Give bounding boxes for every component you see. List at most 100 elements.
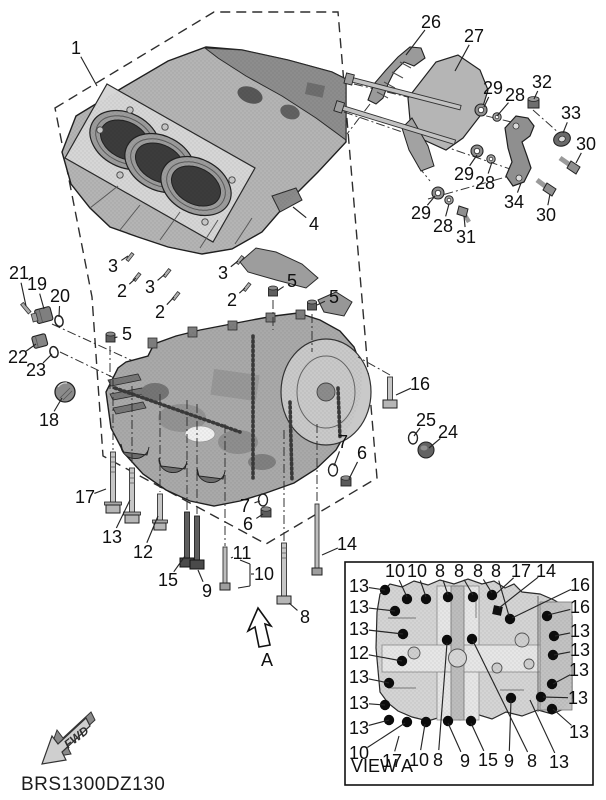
leader-line-13 [552,708,572,726]
leader-line-5 [316,300,326,306]
callout-13: 13 [569,660,589,680]
leader-line-30 [547,193,551,206]
stud-11-drawing [219,546,231,591]
callout-13: 13 [570,640,590,660]
leader-line-29 [483,96,490,108]
crankcase-assembly-drawing [105,247,372,507]
callout-13: 13 [349,619,369,639]
leader-line-17 [94,488,107,494]
leader-line-13 [115,499,131,529]
callout-30: 30 [536,205,556,225]
leader-line-16 [511,588,572,619]
leader-line-29 [426,195,436,206]
leader-line-14 [321,547,339,556]
bolt-dot [467,591,479,603]
callout-28: 28 [433,216,453,236]
leader-line-8 [442,580,449,596]
callout-7: 7 [240,496,250,516]
washer-28-glyphs [444,112,502,205]
leader-line-12 [146,515,159,543]
callout-13: 13 [102,527,122,547]
leader-line-26 [405,29,426,56]
leader-line-13 [542,696,569,699]
callout-14: 14 [337,534,357,554]
callout-12: 12 [349,643,369,663]
bolt-dot [442,715,454,727]
leader-line-25 [413,427,421,437]
view-a-bolt-dots [379,584,560,728]
sensor-22-glyph [31,333,49,349]
callout-3: 3 [218,263,228,283]
bolt-dot [535,691,547,703]
leader-line-10 [398,579,408,598]
bolt-dot [401,593,413,605]
callout-13: 13 [569,722,589,742]
callout-13: 13 [349,693,369,713]
leader-line-13 [368,586,386,591]
bolt-dot [401,716,413,728]
fwd-arrow-icon [41,717,91,765]
bolt-dot [486,589,498,601]
leader-line-13 [368,703,386,706]
callout-9: 9 [504,751,514,771]
bolt-dot [504,613,516,625]
callout-5: 5 [329,287,339,307]
nut-6-glyph [340,475,352,487]
callout-18: 18 [39,410,59,430]
leader-line-3 [121,255,129,261]
bolt-12-drawing [152,493,168,531]
callout-12: 12 [133,542,153,562]
bolt-dot [547,649,559,661]
leader-line-8 [288,602,298,611]
leader-line-9 [447,722,462,753]
callout-29: 29 [411,203,431,223]
callout-19: 19 [27,274,47,294]
callout-8: 8 [473,561,483,581]
damper-33-glyph [553,131,571,147]
callout-29: 29 [454,164,474,184]
callout-30: 30 [576,134,596,154]
callout-34: 34 [504,192,524,212]
bolt-dot [466,633,478,645]
callout-13: 13 [349,667,369,687]
bolt-dot [546,678,558,690]
callout-25: 25 [416,410,436,430]
bolt-30-upper [558,155,581,175]
callout-20: 20 [50,286,70,306]
callout-16: 16 [570,597,590,617]
bolt-9-drawing [189,515,205,570]
callout-10: 10 [385,561,405,581]
callout-13: 13 [349,597,369,617]
callout-8: 8 [433,750,443,770]
leader-line-33 [562,122,568,134]
bolt-dot [420,716,432,728]
oring-7-glyph [327,463,339,477]
leader-line-13 [553,651,571,656]
leader-line-22 [25,343,37,352]
leader-line-34 [516,182,522,193]
callout-15: 15 [158,570,178,590]
leader-line-4 [292,206,307,219]
bracket-26-ribs [376,61,412,99]
engine-mount-parts [333,46,581,224]
callout-10: 10 [409,750,429,770]
callout-7: 7 [338,432,348,452]
callout-17: 17 [382,751,402,771]
oring-7-glyph [257,493,269,507]
callout-9: 9 [202,581,212,601]
callout-3: 3 [145,277,155,297]
callout-4: 4 [309,214,319,234]
leader-line-18 [53,397,63,412]
callout-10: 10 [254,564,274,584]
leader-line-8 [438,642,448,751]
oring-23-glyph [49,345,59,359]
leader-line-28 [496,102,509,117]
exploded-view-dashed-border [54,11,378,545]
leader-line-8 [463,579,474,596]
callout-2: 2 [227,290,237,310]
callout-13: 13 [349,576,369,596]
leader-line-23 [42,353,53,364]
